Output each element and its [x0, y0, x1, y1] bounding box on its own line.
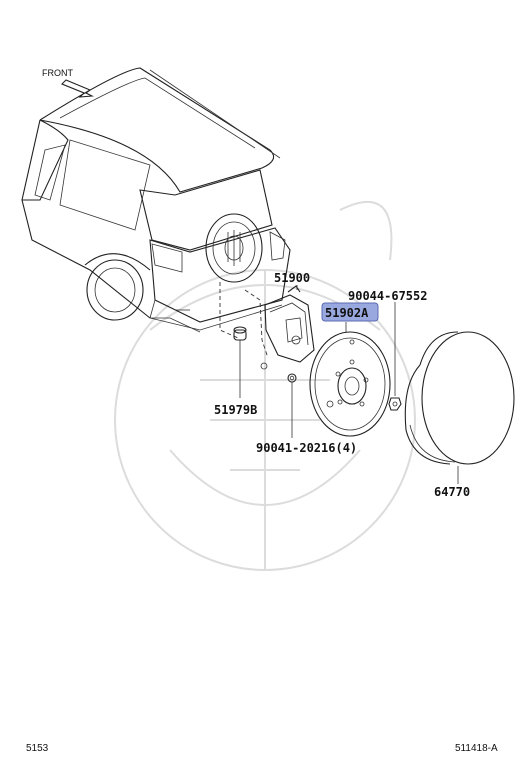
footer-right-code: 511418-A	[455, 743, 498, 754]
watermark-logo	[114, 200, 416, 571]
spare-tire-cover-part	[404, 331, 515, 465]
bumper-stopper-part	[233, 326, 247, 341]
carrier-bracket-part	[264, 285, 315, 363]
carrier-disc-part	[309, 331, 391, 437]
part-label-51900: 51900	[274, 271, 310, 285]
footer-left-code: 5153	[26, 743, 49, 754]
leader-dash-2	[244, 289, 269, 359]
vehicle-rear-illustration	[21, 67, 291, 333]
front-label: FRONT	[42, 68, 73, 78]
nut-part	[388, 397, 402, 411]
part-label-51979b: 51979B	[214, 403, 257, 417]
front-arrow-icon	[61, 79, 95, 98]
part-label-51902a[interactable]: 51902A	[325, 306, 369, 320]
leader-dash-1	[219, 282, 239, 339]
part-label-64770: 64770	[434, 485, 470, 499]
highlight-box-51902a	[321, 302, 379, 322]
part-label-90041: 90041-20216(4)	[256, 441, 357, 455]
part-label-90044: 90044-67552	[348, 289, 427, 303]
